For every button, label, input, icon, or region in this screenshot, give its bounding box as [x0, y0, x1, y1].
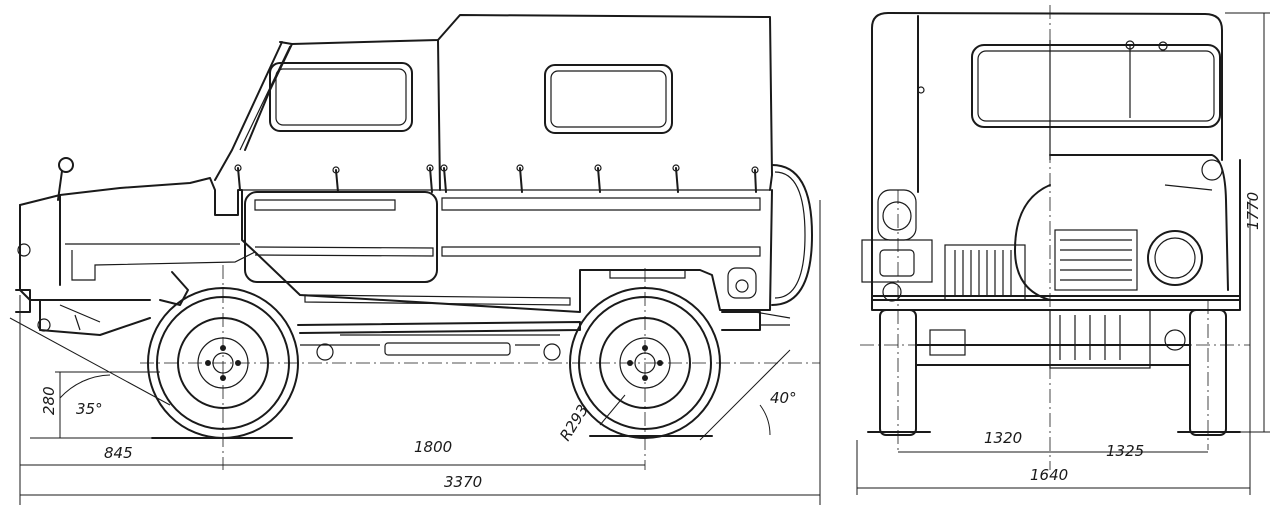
- side-dimension-lines: [19, 200, 821, 505]
- side-view: 845 1800 3370 280 35° 40° R293: [9, 14, 821, 505]
- grille-vents: [944, 229, 1138, 301]
- windshield-frame: [214, 41, 283, 181]
- dim-left-half-track: 1320: [984, 429, 1022, 447]
- dim-departure-angle: 40°: [770, 389, 797, 407]
- rear-view: 1320 1325 1640 1770: [856, 5, 1270, 495]
- dim-approach-angle: 35°: [76, 400, 103, 418]
- dim-overall-height: 1770: [1244, 192, 1262, 230]
- body-outline: [19, 177, 773, 313]
- soft-top-front-edge: [437, 39, 441, 191]
- dim-overall-length: 3370: [444, 473, 482, 491]
- side-window-rear: [544, 64, 673, 134]
- side-window-front: [269, 62, 413, 132]
- dim-wheelbase: 1800: [414, 438, 452, 456]
- spare-wheel: [771, 164, 813, 306]
- soft-top: [291, 14, 773, 191]
- dim-front-overhang: 845: [104, 444, 133, 462]
- dim-right-half-track: 1325: [1106, 442, 1144, 460]
- dim-wheel-radius: R293: [556, 401, 592, 444]
- dim-ground-clearance: 280: [40, 386, 58, 415]
- canvas-straps: [234, 164, 770, 193]
- rear-soft-top: [871, 12, 1223, 191]
- dim-track-width: 1640: [1030, 466, 1068, 484]
- rear-dimension-lines: [856, 12, 1270, 495]
- rear-axle: [915, 309, 1191, 369]
- underbody: [37, 271, 791, 361]
- door-front: [244, 191, 438, 283]
- rear-window: [971, 44, 1221, 128]
